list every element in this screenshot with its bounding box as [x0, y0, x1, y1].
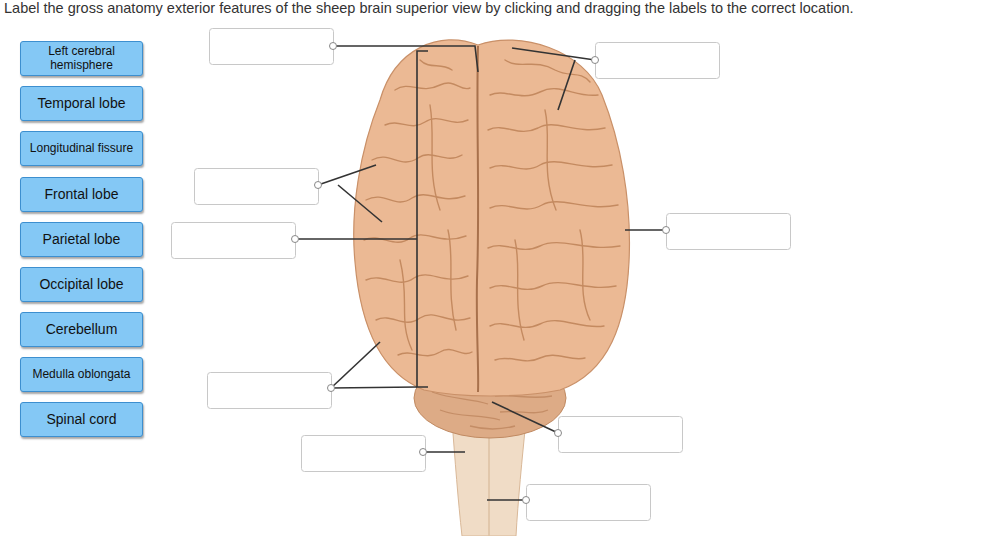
label-tile: Occipital lobe	[20, 267, 143, 302]
label-text: Left cerebral hemisphere	[25, 45, 138, 73]
label-text: Spinal cord	[46, 411, 116, 427]
label-text: Cerebellum	[46, 321, 118, 337]
label-text: Parietal lobe	[43, 231, 121, 247]
label-tile: Spinal cord	[20, 402, 143, 437]
label-tile: Longitudinal fissure	[20, 131, 143, 166]
label-tile: Frontal lobe	[20, 177, 143, 212]
label-text: Longitudinal fissure	[30, 142, 133, 156]
label-text: Temporal lobe	[38, 95, 126, 111]
label-text: Medulla oblongata	[32, 368, 130, 382]
label-tile: Parietal lobe	[20, 222, 143, 257]
label-tile: Temporal lobe	[20, 86, 143, 121]
instruction-text: Label the gross anatomy exterior feature…	[4, 0, 854, 16]
label-text: Frontal lobe	[45, 186, 119, 202]
label-tile: Left cerebral hemisphere	[20, 41, 143, 76]
label-text: Occipital lobe	[39, 276, 123, 292]
label-tile: Cerebellum	[20, 312, 143, 347]
label-tile: Medulla oblongata	[20, 357, 143, 392]
